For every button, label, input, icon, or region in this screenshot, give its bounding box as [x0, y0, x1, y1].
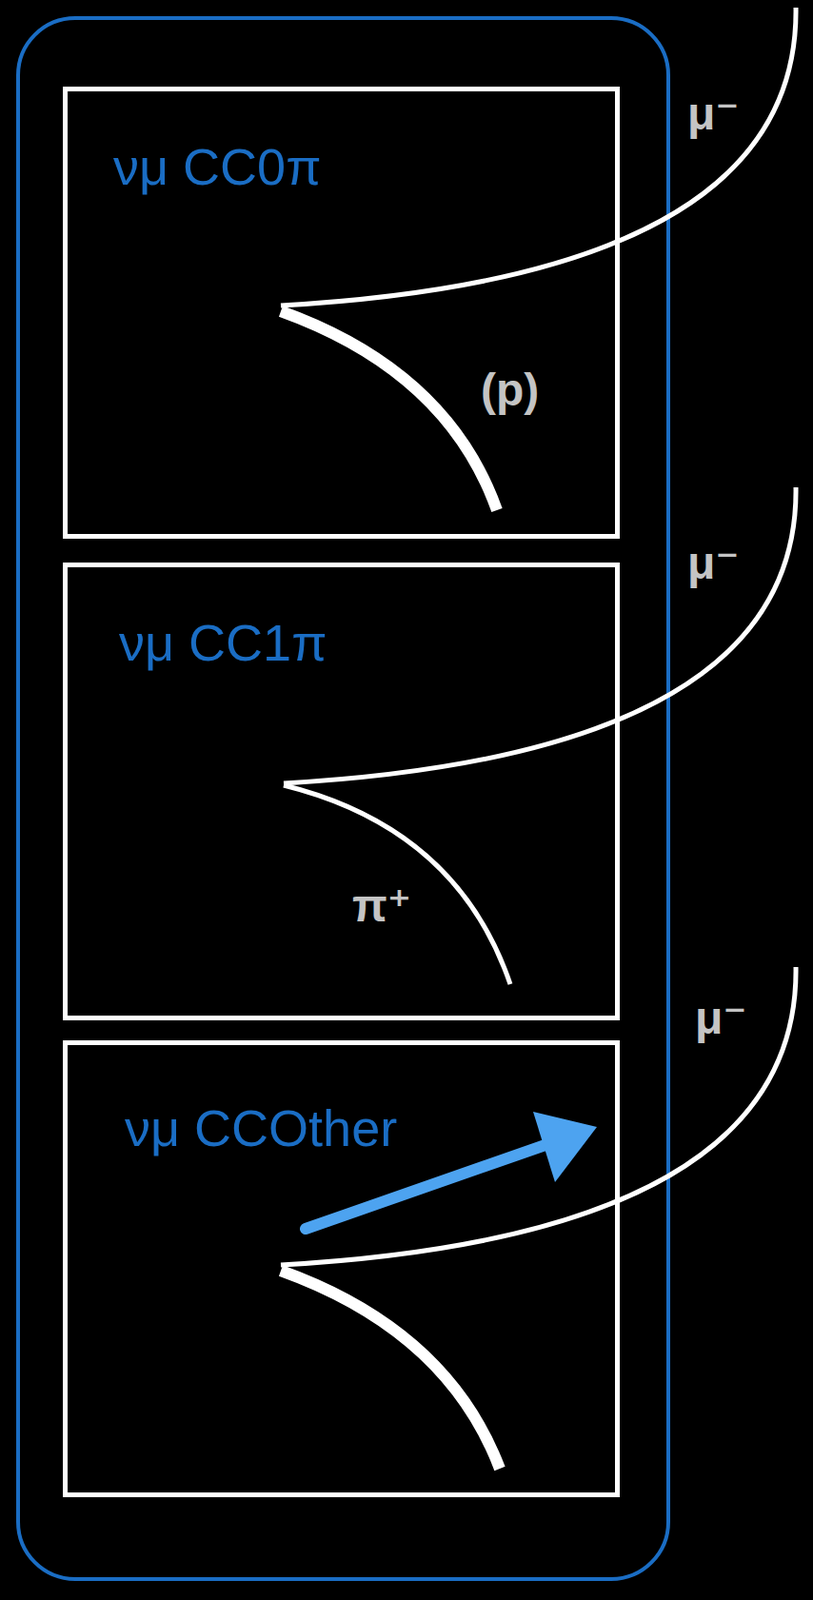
particle-label: π⁺ — [352, 883, 412, 930]
category-box: νμ CC0π — [62, 86, 620, 539]
particle-label: (p) — [480, 367, 539, 414]
arrow-head — [533, 1111, 597, 1183]
particle-label: μ⁻ — [687, 540, 740, 587]
proton-track — [280, 311, 497, 511]
pion-track — [283, 785, 511, 985]
category-box: νμ CCOther — [62, 1040, 620, 1498]
muon-track — [283, 487, 796, 784]
category-title: νμ CC1π — [118, 614, 615, 672]
category-box: νμ CC1π — [62, 562, 620, 1021]
category-title: νμ CC0π — [113, 138, 615, 196]
particle-label: μ⁻ — [694, 995, 748, 1042]
proton-track — [280, 1270, 500, 1469]
muon-track — [280, 7, 796, 306]
category-title: νμ CCOther — [124, 1100, 615, 1157]
particle-label: μ⁻ — [687, 91, 740, 138]
group-outline — [18, 18, 669, 1580]
